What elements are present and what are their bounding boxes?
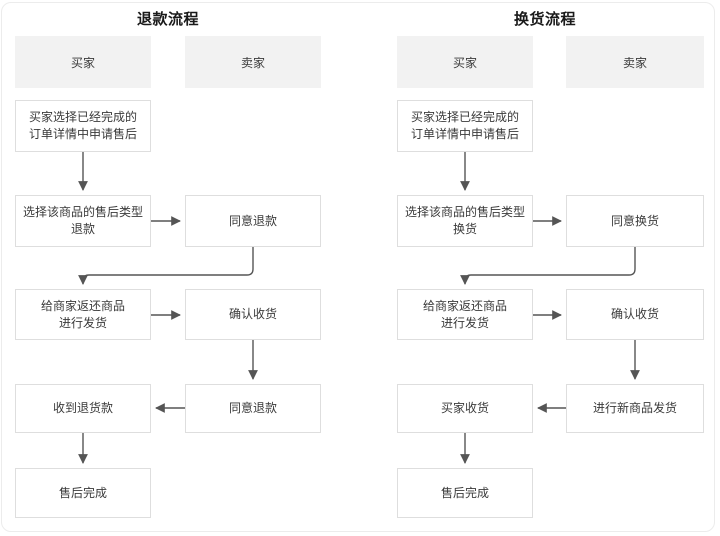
node-refund-apply-line2: 订单详情中申请售后 — [28, 127, 137, 141]
lane-header-exchange-buyer: 买家 — [397, 36, 533, 88]
node-refund-select-type-line2: 退款 — [70, 222, 95, 236]
node-refund-confirm-receipt-label: 确认收货 — [228, 307, 277, 321]
node-refund-confirm-receipt[interactable]: 确认收货 — [185, 289, 321, 340]
lane-header-refund-seller: 卖家 — [185, 36, 321, 88]
node-exchange-apply-line1: 买家选择已经完成的 — [410, 110, 519, 124]
node-refund-agree-refund-1-label: 同意退款 — [228, 213, 277, 228]
node-exchange-buyer-receive-label: 买家收货 — [440, 401, 489, 415]
node-refund-received-money-label: 收到退货款 — [52, 401, 113, 415]
node-refund-complete-label: 售后完成 — [58, 485, 107, 500]
node-refund-agree-refund-2[interactable]: 同意退款 — [185, 384, 321, 433]
node-exchange-select-type-line2: 换货 — [452, 222, 477, 236]
node-exchange-select-type-line1: 选择该商品的售后类型 — [404, 205, 525, 219]
node-exchange-return-goods-line2: 进行发货 — [440, 315, 489, 330]
node-refund-return-goods-line1: 给商家返还商品 — [40, 298, 125, 313]
node-exchange-return-goods-line1: 给商家返还商品 — [422, 298, 507, 313]
node-refund-agree-refund-2-label: 同意退款 — [228, 401, 277, 415]
node-exchange-return-goods[interactable]: 给商家返还商品 进行发货 — [397, 289, 533, 340]
node-refund-received-money[interactable]: 收到退货款 — [15, 384, 151, 433]
node-refund-apply-line1: 买家选择已经完成的 — [28, 110, 137, 124]
node-exchange-ship-new-goods-label: 进行新商品发货 — [592, 401, 677, 415]
node-exchange-confirm-receipt[interactable]: 确认收货 — [566, 289, 704, 340]
node-exchange-buyer-receive[interactable]: 买家收货 — [397, 384, 533, 433]
node-exchange-confirm-receipt-label: 确认收货 — [610, 307, 659, 321]
lane-header-exchange-seller: 卖家 — [566, 36, 704, 88]
node-exchange-select-type[interactable]: 选择该商品的售后类型 换货 — [397, 195, 533, 247]
panel-title-exchange: 换货流程 — [513, 11, 576, 28]
node-refund-select-type-line1: 选择该商品的售后类型 — [22, 205, 143, 219]
node-exchange-agree-exchange-label: 同意换货 — [610, 213, 659, 228]
node-refund-complete[interactable]: 售后完成 — [15, 468, 151, 518]
node-refund-apply[interactable]: 买家选择已经完成的 订单详情中申请售后 — [15, 100, 151, 152]
lane-header-refund-buyer: 买家 — [15, 36, 151, 88]
lane-header-refund-buyer-label: 买家 — [70, 55, 95, 70]
node-exchange-apply[interactable]: 买家选择已经完成的 订单详情中申请售后 — [397, 100, 533, 152]
node-exchange-complete-label: 售后完成 — [440, 485, 489, 500]
lane-header-refund-seller-label: 卖家 — [240, 55, 265, 70]
node-refund-agree-refund-1[interactable]: 同意退款 — [185, 195, 321, 247]
node-refund-return-goods-line2: 进行发货 — [58, 315, 107, 330]
node-exchange-agree-exchange[interactable]: 同意换货 — [566, 195, 704, 247]
node-exchange-ship-new-goods[interactable]: 进行新商品发货 — [566, 384, 704, 433]
node-exchange-apply-line2: 订单详情中申请售后 — [410, 127, 519, 141]
panel-title-refund: 退款流程 — [136, 11, 199, 28]
node-exchange-complete[interactable]: 售后完成 — [397, 468, 533, 518]
lane-header-exchange-buyer-label: 买家 — [452, 55, 477, 70]
lane-header-exchange-seller-label: 卖家 — [622, 55, 647, 70]
node-refund-return-goods[interactable]: 给商家返还商品 进行发货 — [15, 289, 151, 340]
node-refund-select-type[interactable]: 选择该商品的售后类型 退款 — [15, 195, 151, 247]
